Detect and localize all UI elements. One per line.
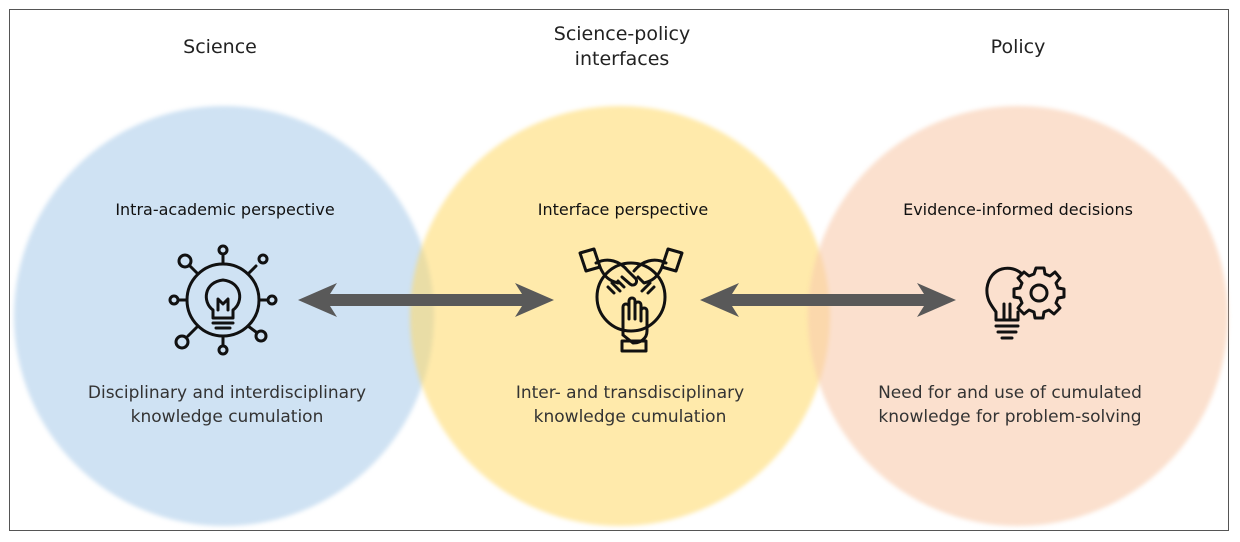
interface-policy-arrow [700, 283, 956, 317]
interfaces-heading-line2: interfaces [574, 48, 670, 70]
lightbulb-network-icon [168, 244, 278, 356]
science-description-line2: knowledge cumulation [130, 407, 324, 427]
interfaces-heading-line1: Science-policy [553, 23, 691, 45]
policy-description: Need for and use of cumulated knowledge … [830, 381, 1190, 429]
interface-circle [410, 106, 830, 526]
lightbulb-gear-icon [985, 266, 1066, 340]
interface-description: Inter- and transdisciplinary knowledge c… [450, 381, 810, 429]
science-description: Disciplinary and interdisciplinary knowl… [47, 381, 407, 429]
interfaces-heading: Science-policy interfaces [472, 22, 772, 72]
interface-perspective: Interface perspective [537, 200, 709, 219]
interface-description-line2: knowledge cumulation [533, 407, 727, 427]
policy-perspective: Evidence-informed decisions [903, 200, 1133, 219]
stacked-hands-icon [578, 247, 684, 353]
policy-description-line1: Need for and use of cumulated [878, 383, 1142, 403]
science-perspective: Intra-academic perspective [115, 200, 335, 219]
science-interface-arrow [298, 283, 554, 317]
policy-heading: Policy [990, 36, 1046, 58]
policy-description-line2: knowledge for problem-solving [878, 407, 1142, 427]
science-circle [14, 106, 434, 526]
science-description-line1: Disciplinary and interdisciplinary [87, 383, 367, 403]
science-heading: Science [183, 36, 257, 58]
interface-description-line1: Inter- and transdisciplinary [515, 383, 745, 403]
